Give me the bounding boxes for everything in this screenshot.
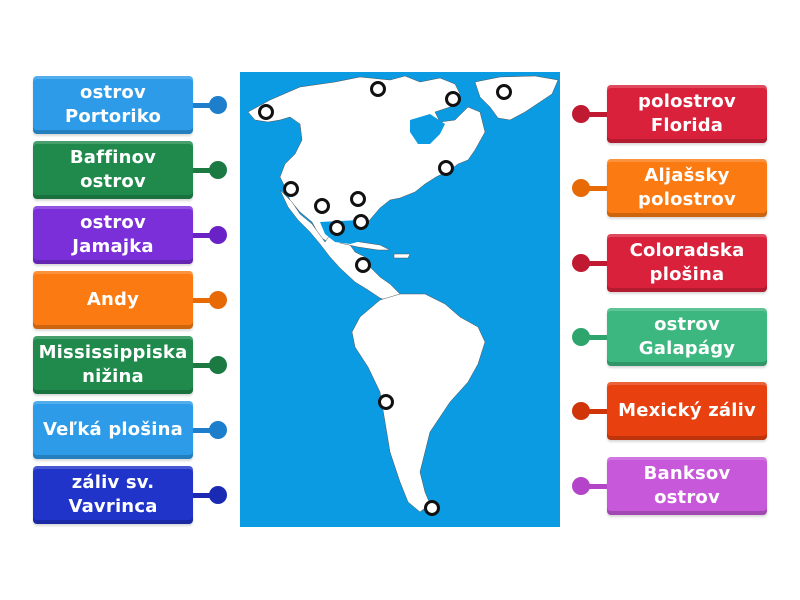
label-card-mexicky-zaliv[interactable]: Mexický záliv <box>607 382 767 440</box>
label-connector <box>193 168 215 173</box>
label-connector <box>193 298 215 303</box>
label-card-ostrov-galapagy[interactable]: ostrov Galapágy <box>607 308 767 366</box>
map-drop-target-pin-icon[interactable] <box>438 160 454 176</box>
label-connector <box>585 112 607 117</box>
label-card-ostrov-portoriko[interactable]: ostrov Portoriko <box>33 76 193 134</box>
label-drag-handle-icon[interactable] <box>209 421 227 439</box>
map-landmass-graphic <box>247 75 559 513</box>
label-drag-handle-icon[interactable] <box>209 291 227 309</box>
label-connector <box>585 484 607 489</box>
map-drop-target-pin-icon[interactable] <box>350 191 366 207</box>
label-card-baffinov-ostrov[interactable]: Baffinov ostrov <box>33 141 193 199</box>
map-drop-target-pin-icon[interactable] <box>370 81 386 97</box>
map-drop-target-pin-icon[interactable] <box>445 91 461 107</box>
label-connector <box>193 428 215 433</box>
label-card-aljassky-polostrov[interactable]: Aljašsky polostrov <box>607 159 767 217</box>
label-connector <box>585 186 607 191</box>
label-connector <box>193 103 215 108</box>
label-card-coloradska-plosina[interactable]: Coloradska plošina <box>607 234 767 292</box>
label-drag-handle-icon[interactable] <box>572 254 590 272</box>
label-drag-handle-icon[interactable] <box>572 402 590 420</box>
map-drop-target-pin-icon[interactable] <box>314 198 330 214</box>
label-card-zaliv-sv-vavrinca[interactable]: záliv sv. Vavrinca <box>33 466 193 524</box>
label-drag-handle-icon[interactable] <box>209 486 227 504</box>
label-card-mississippiska-nizina[interactable]: Mississippiska nižina <box>33 336 193 394</box>
map-drop-target-pin-icon[interactable] <box>424 500 440 516</box>
map-drop-target-pin-icon[interactable] <box>378 394 394 410</box>
label-drag-handle-icon[interactable] <box>572 179 590 197</box>
label-connector <box>193 493 215 498</box>
label-card-andy[interactable]: Andy <box>33 271 193 329</box>
label-drag-handle-icon[interactable] <box>209 161 227 179</box>
map-drop-target-pin-icon[interactable] <box>329 220 345 236</box>
label-connector <box>193 363 215 368</box>
label-drag-handle-icon[interactable] <box>209 356 227 374</box>
label-connector <box>585 409 607 414</box>
label-drag-handle-icon[interactable] <box>572 105 590 123</box>
map-drop-target-pin-icon[interactable] <box>496 84 512 100</box>
label-drag-handle-icon[interactable] <box>209 96 227 114</box>
map-drop-target-pin-icon[interactable] <box>258 104 274 120</box>
label-connector <box>585 261 607 266</box>
label-connector <box>585 335 607 340</box>
map-drop-target-pin-icon[interactable] <box>353 214 369 230</box>
americas-map <box>240 72 560 527</box>
label-card-velka-plosina[interactable]: Veľká plošina <box>33 401 193 459</box>
map-drop-target-pin-icon[interactable] <box>283 181 299 197</box>
label-drag-handle-icon[interactable] <box>572 328 590 346</box>
label-card-ostrov-jamajka[interactable]: ostrov Jamajka <box>33 206 193 264</box>
label-card-banksov-ostrov[interactable]: Banksov ostrov <box>607 457 767 515</box>
label-connector <box>193 233 215 238</box>
label-card-polostrov-florida[interactable]: polostrov Florida <box>607 85 767 143</box>
map-drop-target-pin-icon[interactable] <box>355 257 371 273</box>
label-drag-handle-icon[interactable] <box>572 477 590 495</box>
label-drag-handle-icon[interactable] <box>209 226 227 244</box>
